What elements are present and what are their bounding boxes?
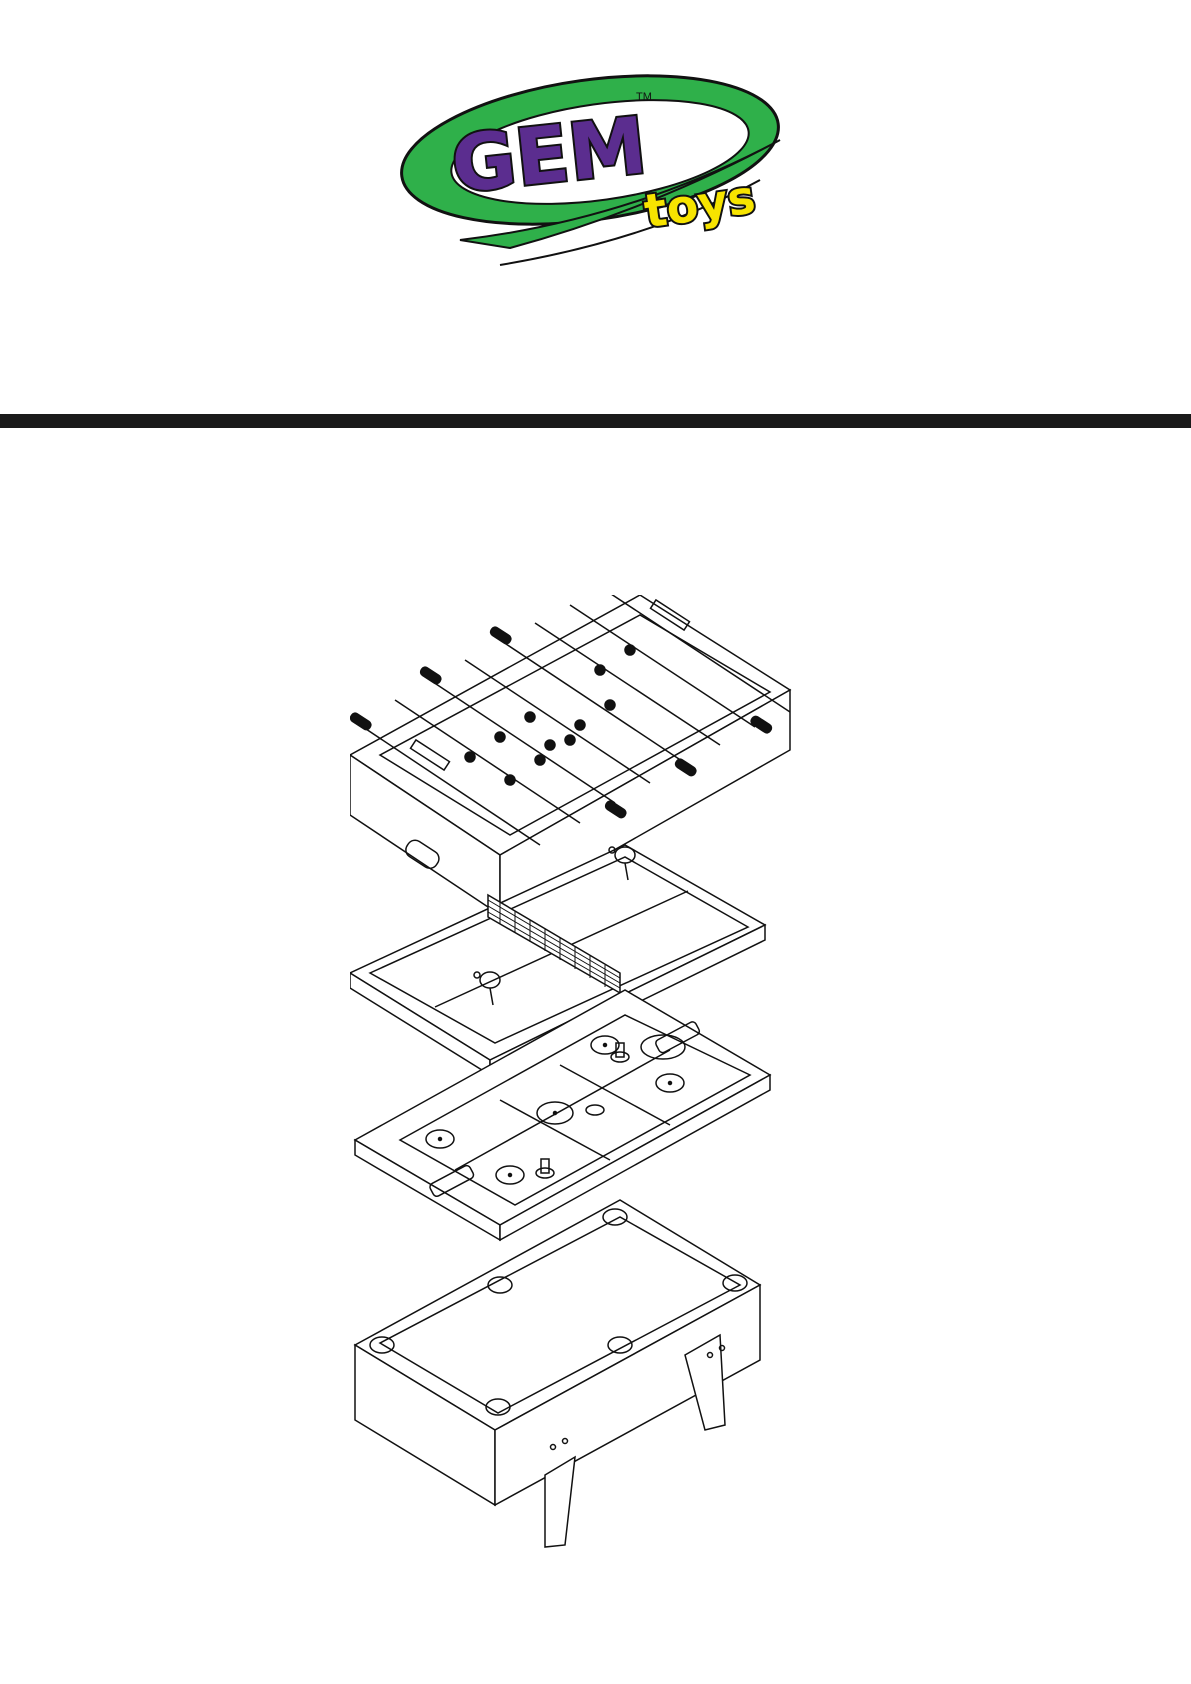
- multi-game-table-illustration: [350, 595, 830, 1610]
- pool-table: [355, 1200, 760, 1547]
- header-divider-bar: [0, 414, 1191, 428]
- gem-toys-logo: GEM toys TM: [400, 70, 800, 270]
- logo-trademark: TM: [636, 91, 652, 103]
- foosball-table: [350, 595, 790, 915]
